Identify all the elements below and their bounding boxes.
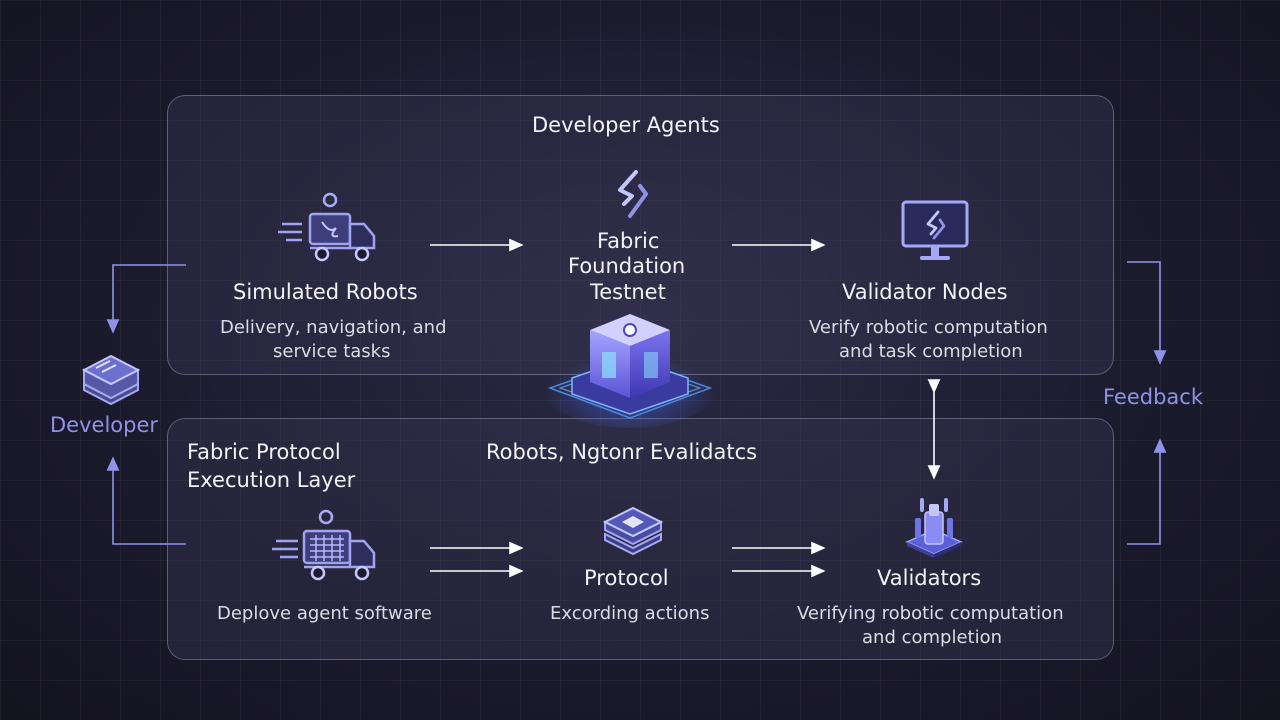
developer-agents-heading: Developer Agents <box>532 113 720 137</box>
validator-tower-icon <box>905 498 963 558</box>
feedback-label: Feedback <box>1103 385 1204 409</box>
monitor-icon <box>901 200 969 260</box>
execution-layer-heading-1: Fabric Protocol <box>187 440 341 464</box>
simulated-robots-title: Simulated Robots <box>233 280 418 304</box>
fabric-testnet-line3: Testnet <box>590 280 666 304</box>
validator-nodes-title: Validator Nodes <box>842 280 1008 304</box>
simulated-robots-desc-2: service tasks <box>273 341 391 362</box>
robots-validators-heading: Robots, Ngtonr Evalidatcs <box>486 440 758 464</box>
delivery-truck-icon <box>272 509 376 581</box>
developer-label: Developer <box>50 413 159 437</box>
developer-loop-top <box>106 264 186 334</box>
validator-nodes-desc-2: and task completion <box>839 341 1023 362</box>
validators-desc-2: and completion <box>862 627 1003 648</box>
protocol-stack-icon <box>602 506 664 556</box>
feedback-loop-top <box>1127 261 1167 365</box>
developer-server-icon <box>81 354 141 406</box>
feedback-loop-bottom <box>1127 438 1167 545</box>
simulated-robots-desc-1: Delivery, navigation, and <box>220 317 447 338</box>
testnet-cube-icon <box>544 314 716 428</box>
deploy-desc: Deplove agent software <box>217 603 432 624</box>
protocol-title: Protocol <box>584 566 669 590</box>
validators-title: Validators <box>877 566 982 590</box>
delivery-truck-icon <box>278 192 376 262</box>
fabric-testnet-line1: Fabric <box>597 229 660 253</box>
execution-layer-heading-2: Execution Layer <box>187 468 356 492</box>
fabric-logo-icon <box>618 170 648 218</box>
protocol-desc: Excording actions <box>550 603 710 624</box>
fabric-testnet-line2: Foundation <box>568 254 686 278</box>
validator-nodes-desc-1: Verify robotic computation <box>809 317 1048 338</box>
developer-loop-bottom <box>106 456 186 545</box>
validators-desc-1: Verifying robotic computation <box>797 603 1064 624</box>
